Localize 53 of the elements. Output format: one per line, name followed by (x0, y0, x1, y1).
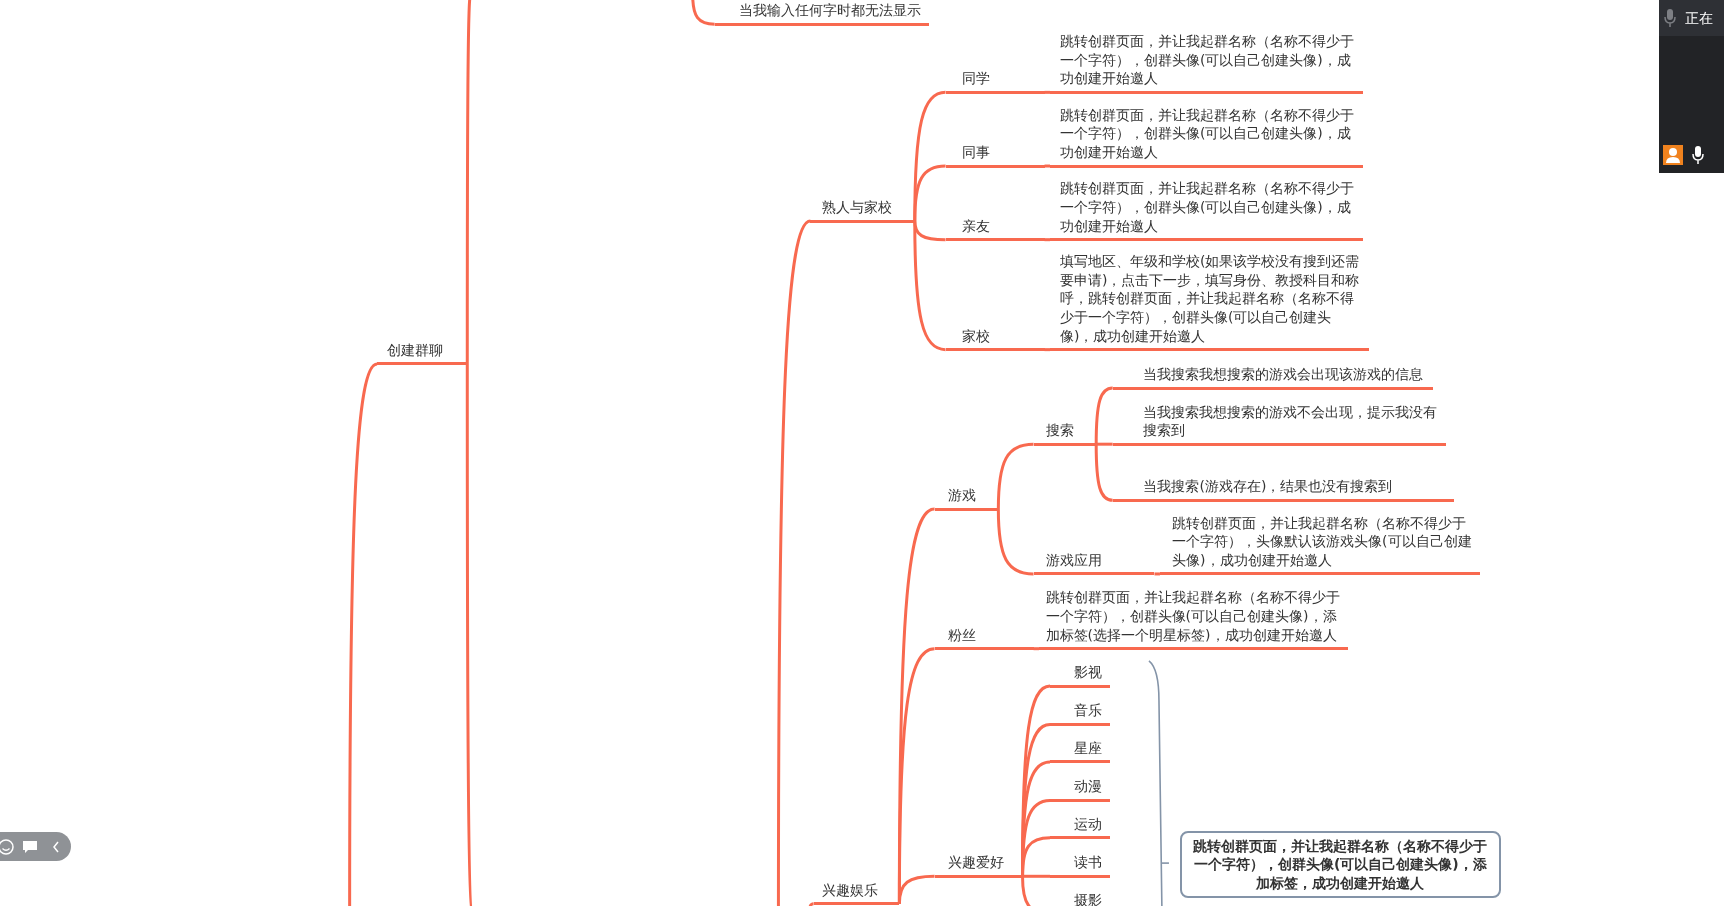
status-text: 正在 (1685, 9, 1713, 27)
topic-label: 同事 (945, 142, 1045, 168)
topic-label: 游戏应用 (1033, 550, 1155, 576)
branch-line (807, 902, 815, 906)
topic-label: 同学 (945, 69, 1045, 94)
topic-label: 当我搜索我想搜索的游戏不会出现，提示我没有搜索到 (1112, 402, 1446, 446)
topic-label: 兴趣爱好 (934, 853, 1023, 878)
topic-label: 当我搜索(游戏存在)，结果也没有搜索到 (1112, 477, 1454, 502)
topic-label: 影视 (1050, 663, 1111, 688)
topic-label: 跳转创群页面，并让我起群名称（名称不得少于一个字符），创群头像(可以自己创建头像)，成功创建开始邀人 (1050, 105, 1364, 168)
branch-line (913, 164, 946, 222)
topic-label: 动漫 (1050, 777, 1111, 802)
branch-line (996, 442, 1034, 510)
topic-label: 星座 (1050, 738, 1111, 764)
branch-line (996, 509, 1034, 576)
branch-line (1021, 836, 1051, 877)
topic-label: 兴趣娱乐 (813, 880, 900, 906)
branch-line (897, 874, 935, 904)
topic-label: 跳转创群页面，并让我起群名称（名称不得少于一个字符），创群头像(可以自己创建头像)，添加标签(选择一个明星标签)，成功创建开始邀人 (1039, 588, 1348, 651)
topic-label: 亲友 (945, 216, 1045, 242)
branch-line (1154, 572, 1160, 576)
topic-label: 粉丝 (934, 625, 1034, 651)
branch-line (1033, 647, 1039, 651)
topic-label: 摄影 (1050, 890, 1111, 906)
topic-label: 游戏 (934, 486, 999, 511)
topic-label: 读书 (1050, 853, 1111, 878)
branch-line (1094, 444, 1113, 502)
branch-line (691, 0, 715, 26)
branch-line (1094, 386, 1113, 445)
branch-line (1044, 348, 1050, 352)
topic-label: 搜索 (1033, 421, 1097, 446)
topic-label: 运动 (1050, 814, 1111, 840)
topic-label: 当我搜索我想搜索的游戏会出现该游戏的信息 (1112, 365, 1433, 390)
branch-line (1044, 90, 1050, 94)
summary-box: 跳转创群页面，并让我起群名称（名称不得少于一个字符），创群头像(可以自己创建头像)，添加标签，成功创建开始邀人 (1179, 831, 1501, 899)
topic-label: 熟人与家校 (810, 197, 915, 223)
topic-label: 跳转创群页面，并让我起群名称（名称不得少于一个字符），创群头像(可以自己创建头像)，成功创建开始邀人 (1050, 179, 1364, 242)
branch-line (776, 219, 812, 906)
branch-line (1044, 238, 1050, 242)
topic-label: 创建群聊 (377, 340, 468, 366)
topic-label: 跳转创群页面，并让我起群名称（名称不得少于一个字符），头像默认该游戏头像(可以自己创建头像)，成功创建开始邀人 (1159, 513, 1480, 576)
branch-line (465, 363, 475, 906)
branch-line (1096, 442, 1113, 446)
topic-label: 跳转创群页面，并让我起群名称（名称不得少于一个字符），创群头像(可以自己创建头像)，成功创建开始邀人 (1050, 32, 1364, 94)
branch-line (348, 362, 378, 906)
topic-label: 填写地区、年级和学校(如果该学校没有搜到还需要申请)，点击下一步，填写身份、教授科目和称呼，跳转创群页面，并让我起群名称（名称不得少于一个字符），创群头像(可以自己创建头像)，成功创建开始邀人 (1050, 252, 1369, 352)
branch-line (465, 0, 473, 364)
branch-line (1044, 164, 1050, 168)
topic-label: 音乐 (1050, 701, 1111, 727)
topic-label: 当我输入任何字时都无法显示 (714, 1, 930, 26)
branch-line (913, 221, 946, 352)
topic-label: 家校 (945, 326, 1045, 352)
branch-line (1022, 874, 1050, 878)
